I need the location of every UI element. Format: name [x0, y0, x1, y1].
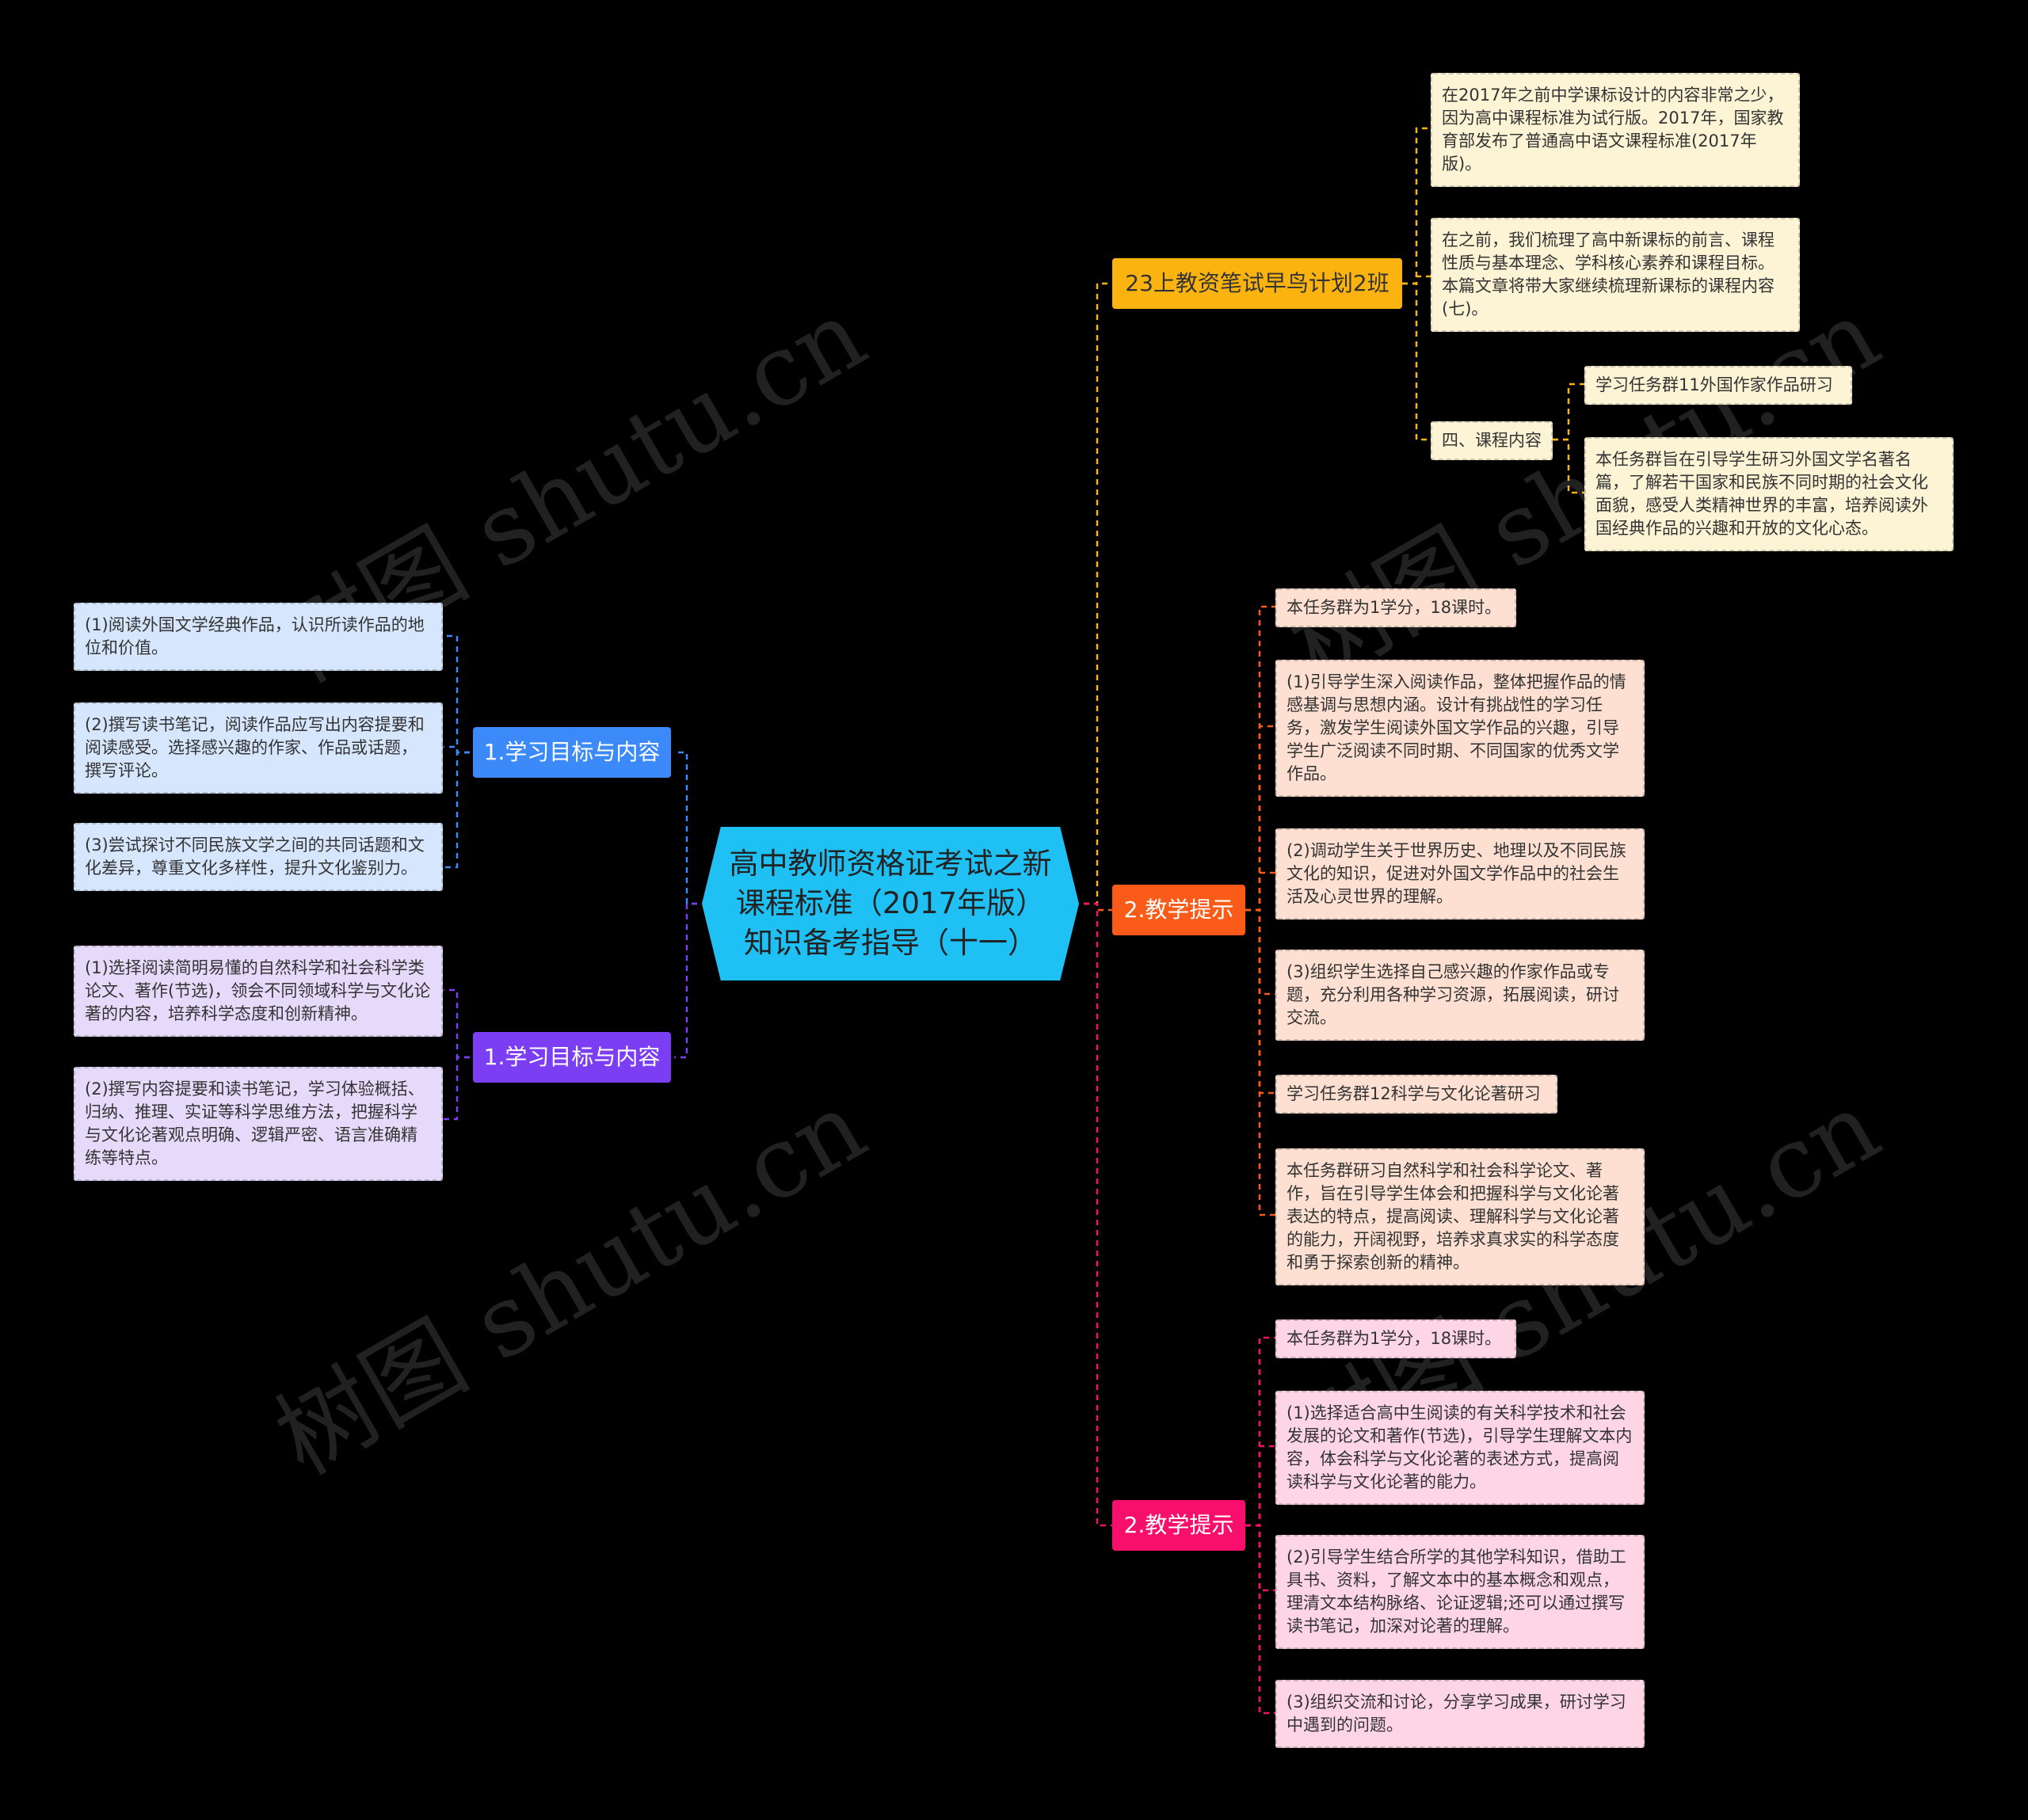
plan-note-2[interactable]: 在之前，我们梳理了高中新课标的前言、课程性质与基本理念、学科核心素养和课程目标。…: [1431, 218, 1800, 332]
teach2-item-1[interactable]: 本任务群为1学分，18课时。: [1275, 1319, 1516, 1358]
teach1-item-1[interactable]: 本任务群为1学分，18课时。: [1275, 588, 1516, 627]
teach2-item-2[interactable]: (1)选择适合高中生阅读的有关科学技术和社会发展的论文和著作(节选)，引导学生理…: [1275, 1391, 1645, 1505]
branch-teaching-tips-2[interactable]: 2.教学提示: [1112, 1500, 1245, 1551]
course-task-group-11-desc[interactable]: 本任务群旨在引导学生研习外国文学名著名篇，了解若干国家和民族不同时期的社会文化面…: [1584, 437, 1954, 551]
teach1-item-6[interactable]: 本任务群研习自然科学和社会科学论文、著作，旨在引导学生体会和把握科学与文化论著表…: [1275, 1148, 1645, 1285]
goal1-item-1[interactable]: (1)阅读外国文学经典作品，认识所读作品的地位和价值。: [74, 603, 443, 671]
branch-label: 23上教资笔试早鸟计划2班: [1125, 270, 1389, 296]
goal2-item-1[interactable]: (1)选择阅读简明易懂的自然科学和社会科学类论文、著作(节选)，领会不同领域科学…: [74, 946, 443, 1037]
root-topic[interactable]: 高中教师资格证考试之新课程标准（2017年版）知识备考指导（十一）: [702, 827, 1079, 980]
course-content-node[interactable]: 四、课程内容: [1431, 421, 1553, 460]
goal2-item-2[interactable]: (2)撰写内容提要和读书笔记，学习体验概括、归纳、推理、实证等科学思维方法，把握…: [74, 1067, 443, 1181]
branch-learning-goals-1[interactable]: 1.学习目标与内容: [473, 727, 671, 778]
branch-plan[interactable]: 23上教资笔试早鸟计划2班: [1112, 258, 1402, 309]
branch-label: 1.学习目标与内容: [483, 739, 661, 765]
plan-note-1[interactable]: 在2017年之前中学课标设计的内容非常之少，因为高中课程标准为试行版。2017年…: [1431, 73, 1800, 187]
branch-learning-goals-2[interactable]: 1.学习目标与内容: [473, 1032, 671, 1083]
goal1-item-3[interactable]: (3)尝试探讨不同民族文学之间的共同话题和文化差异，尊重文化多样性，提升文化鉴别…: [74, 823, 443, 891]
goal1-item-2[interactable]: (2)撰写读书笔记，阅读作品应写出内容提要和阅读感受。选择感兴趣的作家、作品或话…: [74, 702, 443, 794]
teach1-item-2[interactable]: (1)引导学生深入阅读作品，整体把握作品的情感基调与思想内涵。设计有挑战性的学习…: [1275, 660, 1645, 797]
course-task-group-11[interactable]: 学习任务群11外国作家作品研习: [1584, 366, 1852, 405]
teach2-item-4[interactable]: (3)组织交流和讨论，分享学习成果，研讨学习中遇到的问题。: [1275, 1680, 1645, 1748]
teach2-item-3[interactable]: (2)引导学生结合所学的其他学科知识，借助工具书、资料，了解文本中的基本概念和观…: [1275, 1535, 1645, 1649]
root-topic-label: 高中教师资格证考试之新课程标准（2017年版）知识备考指导（十一）: [729, 847, 1052, 960]
branch-label: 2.教学提示: [1123, 897, 1234, 923]
teach1-item-4[interactable]: (3)组织学生选择自己感兴趣的作家作品或专题，充分利用各种学习资源，拓展阅读，研…: [1275, 950, 1645, 1041]
branch-label: 2.教学提示: [1123, 1512, 1234, 1538]
branch-teaching-tips-1[interactable]: 2.教学提示: [1112, 885, 1245, 935]
teach1-item-5[interactable]: 学习任务群12科学与文化论著研习: [1275, 1075, 1557, 1114]
teach1-item-3[interactable]: (2)调动学生关于世界历史、地理以及不同民族文化的知识，促进对外国文学作品中的社…: [1275, 828, 1645, 920]
branch-label: 1.学习目标与内容: [483, 1044, 661, 1070]
